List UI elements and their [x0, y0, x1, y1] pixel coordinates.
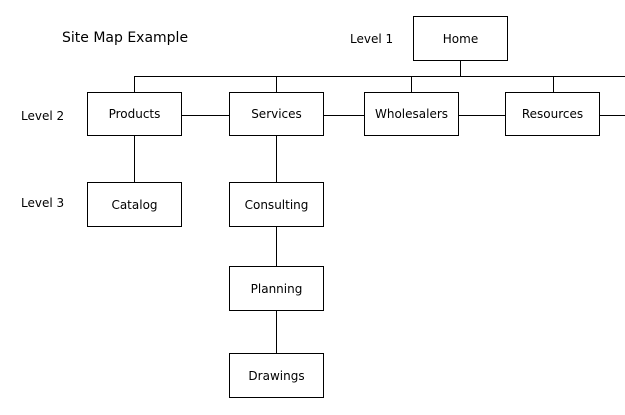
- connector-bus-products: [134, 76, 135, 92]
- node-planning: Planning: [229, 266, 324, 311]
- level-1-label: Level 1: [350, 32, 394, 46]
- node-home: Home: [413, 16, 508, 61]
- node-drawings-label: Drawings: [248, 368, 305, 383]
- level-2-label: Level 2: [21, 109, 65, 123]
- diagram-title: Site Map Example: [62, 30, 189, 46]
- connector-consulting-planning: [276, 227, 277, 267]
- node-drawings: Drawings: [229, 353, 324, 398]
- node-consulting: Consulting: [229, 182, 324, 227]
- node-wholesalers: Wholesalers: [364, 92, 459, 136]
- node-resources: Resources: [505, 92, 600, 136]
- connector-services-consulting: [276, 135, 277, 183]
- connector-planning-drawings: [276, 311, 277, 354]
- node-services: Services: [229, 92, 324, 136]
- node-catalog: Catalog: [87, 182, 182, 227]
- node-resources-label: Resources: [521, 107, 584, 121]
- level-3-label: Level 3: [21, 196, 65, 210]
- node-services-label: Services: [251, 107, 302, 121]
- connector-bus-resources: [553, 76, 554, 92]
- node-planning-label: Planning: [250, 281, 303, 296]
- connector-bus-services: [276, 76, 277, 92]
- connector-home-down: [460, 61, 461, 77]
- connector-level-2-bus: [134, 76, 625, 77]
- node-products-label: Products: [108, 107, 161, 121]
- node-wholesalers-label: Wholesalers: [374, 107, 449, 121]
- connector-products-catalog: [134, 135, 135, 183]
- connector-bus-wholesalers: [411, 76, 412, 92]
- node-products: Products: [87, 92, 182, 136]
- node-catalog-label: Catalog: [111, 197, 158, 212]
- node-home-label: Home: [442, 31, 479, 46]
- node-consulting-label: Consulting: [244, 197, 309, 212]
